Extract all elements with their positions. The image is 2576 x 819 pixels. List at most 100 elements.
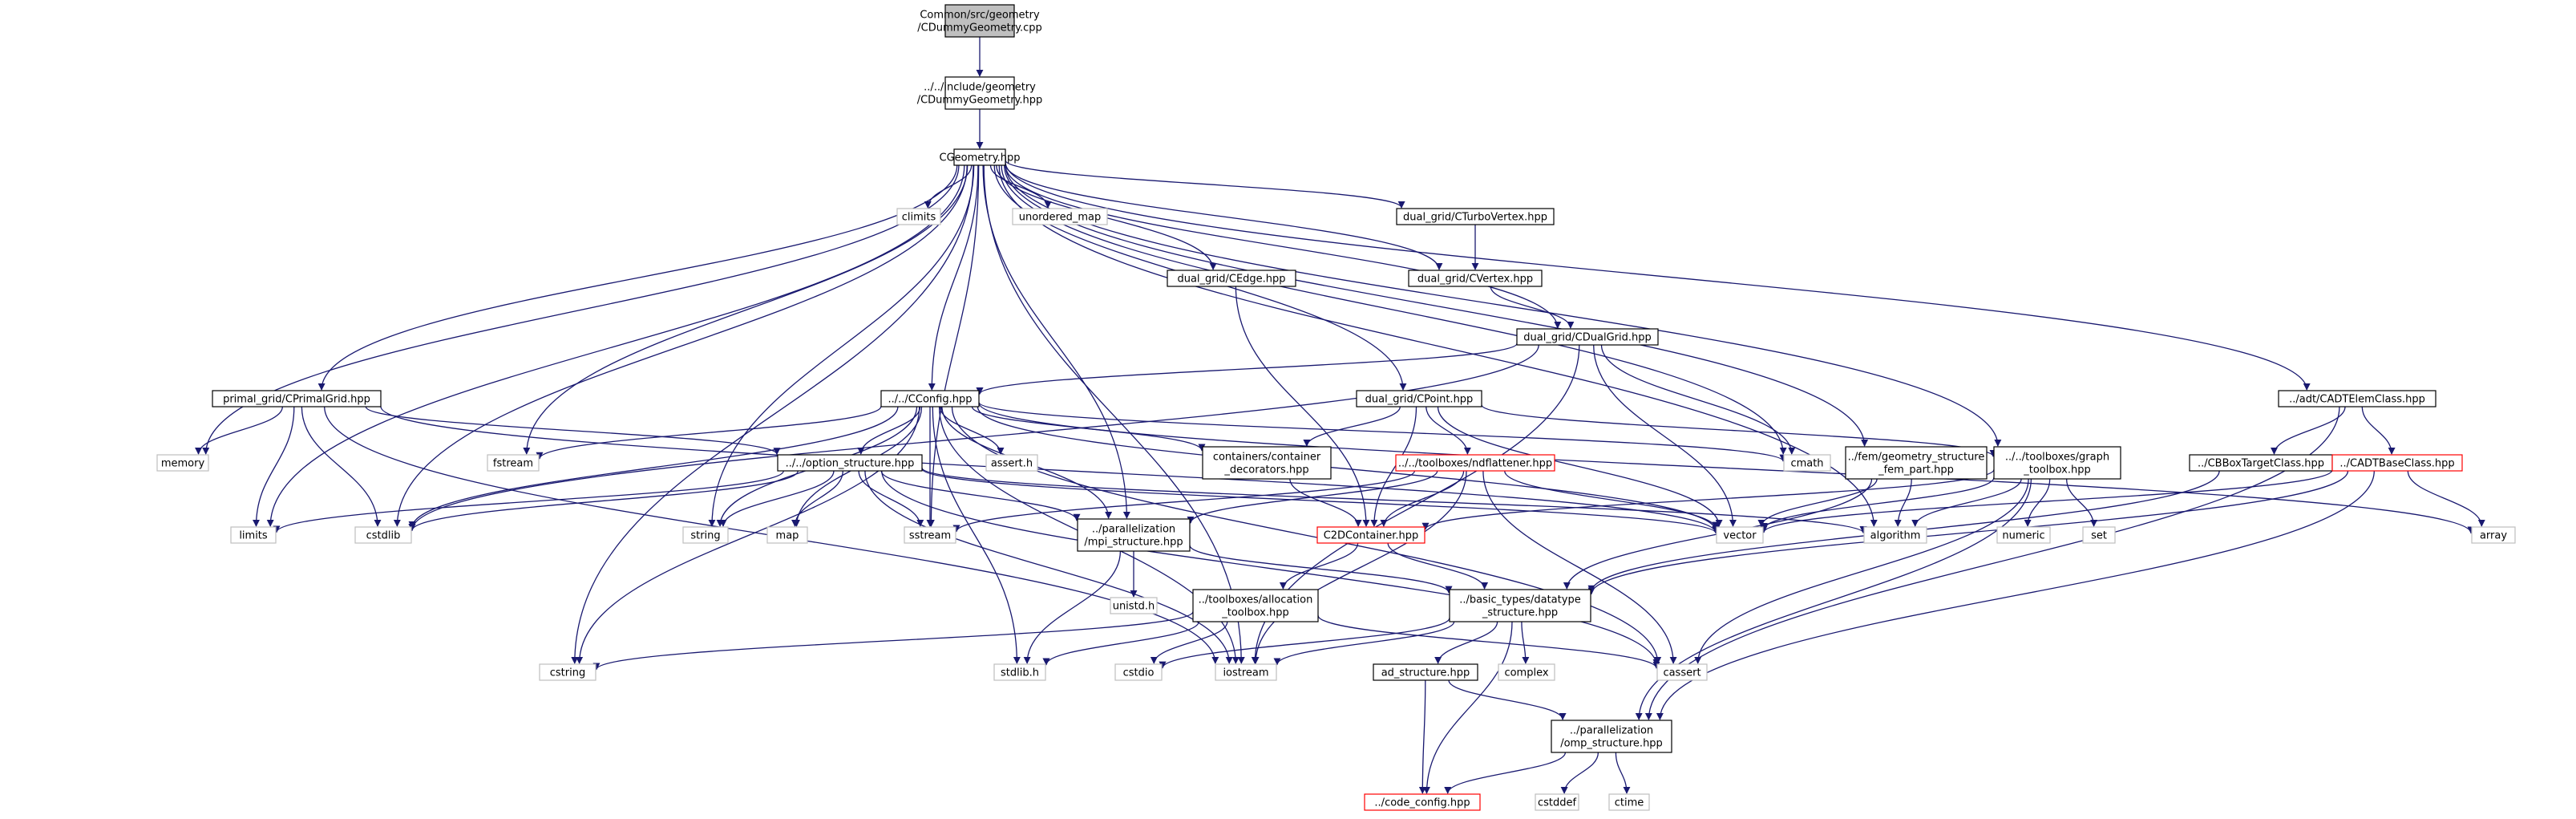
node-label: dual_grid/CTurboVertex.hpp bbox=[1403, 212, 1547, 224]
node-box bbox=[1192, 589, 1319, 622]
node-box bbox=[896, 208, 941, 225]
node-label: ../parallelization bbox=[1570, 725, 1653, 737]
header-file-node[interactable]: ../../option_structure.hpp bbox=[777, 454, 923, 472]
node-label: ../code_config.hpp bbox=[1374, 797, 1470, 809]
dependency-edge bbox=[978, 403, 2475, 534]
node-label: ../fem/geometry_structure bbox=[1848, 452, 1985, 464]
root-file-node[interactable]: Common/src/geometry/CDummyGeometry.cpp bbox=[917, 4, 1042, 38]
dependency-edge bbox=[932, 406, 1021, 664]
dependency-edge bbox=[1387, 542, 1489, 590]
header-file-node[interactable]: ../../toolboxes/graph_toolbox.hpp bbox=[1993, 446, 2121, 480]
node-label: string bbox=[690, 530, 720, 542]
header-file-node[interactable]: ad_structure.hpp bbox=[1373, 663, 1478, 681]
header-file-node[interactable]: dual_grid/CEdge.hpp bbox=[1167, 270, 1296, 287]
header-file-node[interactable]: dual_grid/CTurboVertex.hpp bbox=[1396, 208, 1555, 225]
dependency-edge bbox=[1521, 621, 1530, 664]
node-label: C2DContainer.hpp bbox=[1324, 530, 1419, 542]
header-file-node[interactable]: C2DContainer.hpp bbox=[1316, 526, 1425, 544]
header-file-node[interactable]: ../fem/geometry_structure_fem_part.hpp bbox=[1845, 446, 1988, 480]
node-box bbox=[2471, 526, 2516, 544]
nodes-layer: Common/src/geometry/CDummyGeometry.cpp..… bbox=[156, 4, 2516, 811]
system-header-node: climits bbox=[896, 208, 941, 225]
dependency-edge bbox=[951, 406, 1662, 664]
header-file-node[interactable]: dual_grid/CVertex.hpp bbox=[1408, 270, 1543, 287]
node-box bbox=[777, 454, 923, 472]
system-header-node: algorithm bbox=[1863, 526, 1927, 544]
node-label: unordered_map bbox=[1019, 212, 1102, 224]
system-header-node: cstdlib bbox=[354, 526, 412, 544]
dependency-edge bbox=[1504, 470, 1720, 529]
node-box bbox=[1535, 793, 1579, 811]
node-label: ctime bbox=[1615, 797, 1644, 809]
node-label: ad_structure.hpp bbox=[1381, 667, 1470, 679]
header-file-node[interactable]: ../toolboxes/allocation_toolbox.hpp bbox=[1192, 589, 1319, 622]
dependency-edge bbox=[1317, 614, 1660, 669]
node-label: dual_grid/CVertex.hpp bbox=[1417, 274, 1533, 286]
dependency-edge bbox=[1042, 621, 1199, 666]
node-box bbox=[1215, 663, 1277, 681]
node-box bbox=[1449, 589, 1591, 622]
node-box bbox=[904, 526, 956, 544]
header-file-node[interactable]: dual_grid/CDualGrid.hpp bbox=[1516, 328, 1659, 346]
dependency-edge bbox=[1560, 752, 1599, 794]
node-box bbox=[354, 526, 412, 544]
node-box bbox=[1364, 793, 1481, 811]
node-label: _decorators.hpp bbox=[1223, 464, 1308, 476]
header-file-node[interactable]: dual_grid/CPoint.hpp bbox=[1356, 390, 1482, 407]
node-box bbox=[1396, 208, 1555, 225]
node-label: ../CBBoxTargetClass.hpp bbox=[2198, 458, 2324, 470]
header-file-node[interactable]: ../CADTBaseClass.hpp bbox=[2331, 454, 2463, 472]
dependency-edge bbox=[1587, 470, 2349, 595]
header-file-node[interactable]: ../../CConfig.hpp bbox=[880, 390, 980, 407]
header-file-node[interactable]: ../parallelization/omp_structure.hpp bbox=[1551, 720, 1672, 753]
node-label: cstring bbox=[550, 667, 585, 679]
system-header-node: cstring bbox=[539, 663, 596, 681]
dependency-edge bbox=[921, 467, 1867, 534]
header-file-node[interactable]: ../../include/geometry/CDummyGeometry.hp… bbox=[917, 76, 1043, 110]
node-label: ../../option_structure.hpp bbox=[786, 458, 915, 470]
node-box bbox=[539, 663, 596, 681]
header-file-node[interactable]: ../../toolboxes/ndflattener.hpp bbox=[1395, 454, 1555, 472]
node-box bbox=[1608, 793, 1650, 811]
dependency-edge bbox=[1303, 406, 1401, 447]
dependency-edge bbox=[1001, 164, 1787, 455]
header-file-node[interactable]: CGeometry.hpp bbox=[940, 148, 1021, 166]
dependency-edge bbox=[881, 470, 1660, 667]
node-label: limits bbox=[239, 530, 268, 542]
dependency-edge bbox=[1434, 621, 1498, 664]
node-box bbox=[1373, 663, 1478, 681]
node-label: ../adt/CADTElemClass.hpp bbox=[2289, 394, 2425, 406]
header-file-node[interactable]: ../adt/CADTElemClass.hpp bbox=[2278, 390, 2436, 407]
node-box bbox=[1996, 526, 2051, 544]
header-file-node[interactable]: containers/container_decorators.hpp bbox=[1202, 446, 1332, 480]
dependency-edge bbox=[921, 468, 1720, 534]
header-file-node[interactable]: primal_grid/CPrimalGrid.hpp bbox=[212, 390, 382, 407]
dependency-edge bbox=[1444, 752, 1567, 794]
node-label: /mpi_structure.hpp bbox=[1084, 537, 1183, 549]
dependency-edge bbox=[202, 164, 960, 455]
header-file-node[interactable]: ../CBBoxTargetClass.hpp bbox=[2189, 454, 2333, 472]
node-label: ../../include/geometry bbox=[924, 82, 1036, 94]
header-file-node[interactable]: ../basic_types/datatype_structure.hpp bbox=[1449, 589, 1591, 622]
dependency-edge bbox=[194, 406, 283, 455]
dependency-edge bbox=[857, 406, 921, 455]
system-header-node: cstdio bbox=[1114, 663, 1163, 681]
system-header-node: iostream bbox=[1215, 663, 1277, 681]
header-file-node[interactable]: ../code_config.hpp bbox=[1364, 793, 1481, 811]
dependency-edge bbox=[2407, 470, 2485, 527]
header-file-node[interactable]: ../parallelization/mpi_structure.hpp bbox=[1077, 518, 1191, 552]
system-header-node: unistd.h bbox=[1110, 597, 1158, 614]
node-box bbox=[1516, 328, 1659, 346]
dependency-edge bbox=[927, 164, 980, 527]
dependency-edge bbox=[592, 610, 1194, 671]
node-box bbox=[985, 454, 1038, 472]
node-box bbox=[2331, 454, 2463, 472]
node-box bbox=[1167, 270, 1296, 287]
node-label: CGeometry.hpp bbox=[940, 152, 1021, 164]
dependency-edge bbox=[273, 470, 784, 533]
node-box bbox=[1993, 446, 2121, 480]
dependency-edge bbox=[1289, 478, 1362, 527]
dependency-edge bbox=[1600, 344, 1796, 455]
dependency-edge bbox=[928, 164, 979, 391]
